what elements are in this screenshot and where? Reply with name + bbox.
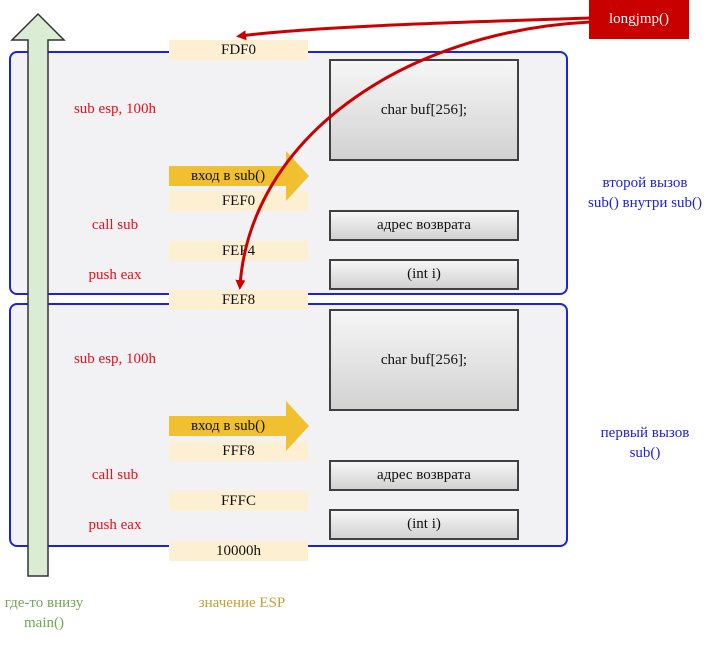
esp-caption: значение ESP <box>198 595 286 611</box>
entry-arrow-second <box>169 151 309 201</box>
stack-growth-arrow <box>10 12 66 577</box>
main-caption: где-то внизу main() <box>4 595 84 631</box>
esp-address: FEF0 <box>169 191 308 211</box>
esp-address: 10000h <box>169 541 308 561</box>
instruction-push-eax: push eax <box>88 517 142 533</box>
return-address-box-second: адрес возврата <box>329 210 519 241</box>
longjmp-curve-down <box>235 20 591 290</box>
instruction-call-sub: call sub <box>91 217 139 233</box>
buffer-box-second: char buf[256]; <box>329 59 519 161</box>
instruction-call-sub: call sub <box>91 467 139 483</box>
entry-label-first: вход в sub() <box>190 417 266 434</box>
argument-box-second: (int i) <box>329 259 519 290</box>
entry-arrow-first <box>169 401 309 451</box>
entry-label-second: вход в sub() <box>190 167 266 184</box>
instruction-sub-esp: sub esp, 100h <box>73 351 157 367</box>
caption-second-call: второй вызов sub() внутри sub() <box>587 175 703 211</box>
buffer-box-first: char buf[256]; <box>329 309 519 411</box>
instruction-push-eax: push eax <box>88 267 142 283</box>
esp-address: FDF0 <box>169 40 308 60</box>
return-address-box-first: адрес возврата <box>329 460 519 491</box>
longjmp-label: longjmp() <box>589 0 689 39</box>
argument-box-first: (int i) <box>329 509 519 540</box>
caption-first-call: первый вызов sub() <box>600 425 690 461</box>
instruction-sub-esp: sub esp, 100h <box>73 101 157 117</box>
longjmp-curve-top <box>236 16 591 41</box>
esp-address: FFF8 <box>169 441 308 461</box>
esp-address: FEF8 <box>169 290 308 310</box>
esp-address: FFFC <box>169 491 308 511</box>
